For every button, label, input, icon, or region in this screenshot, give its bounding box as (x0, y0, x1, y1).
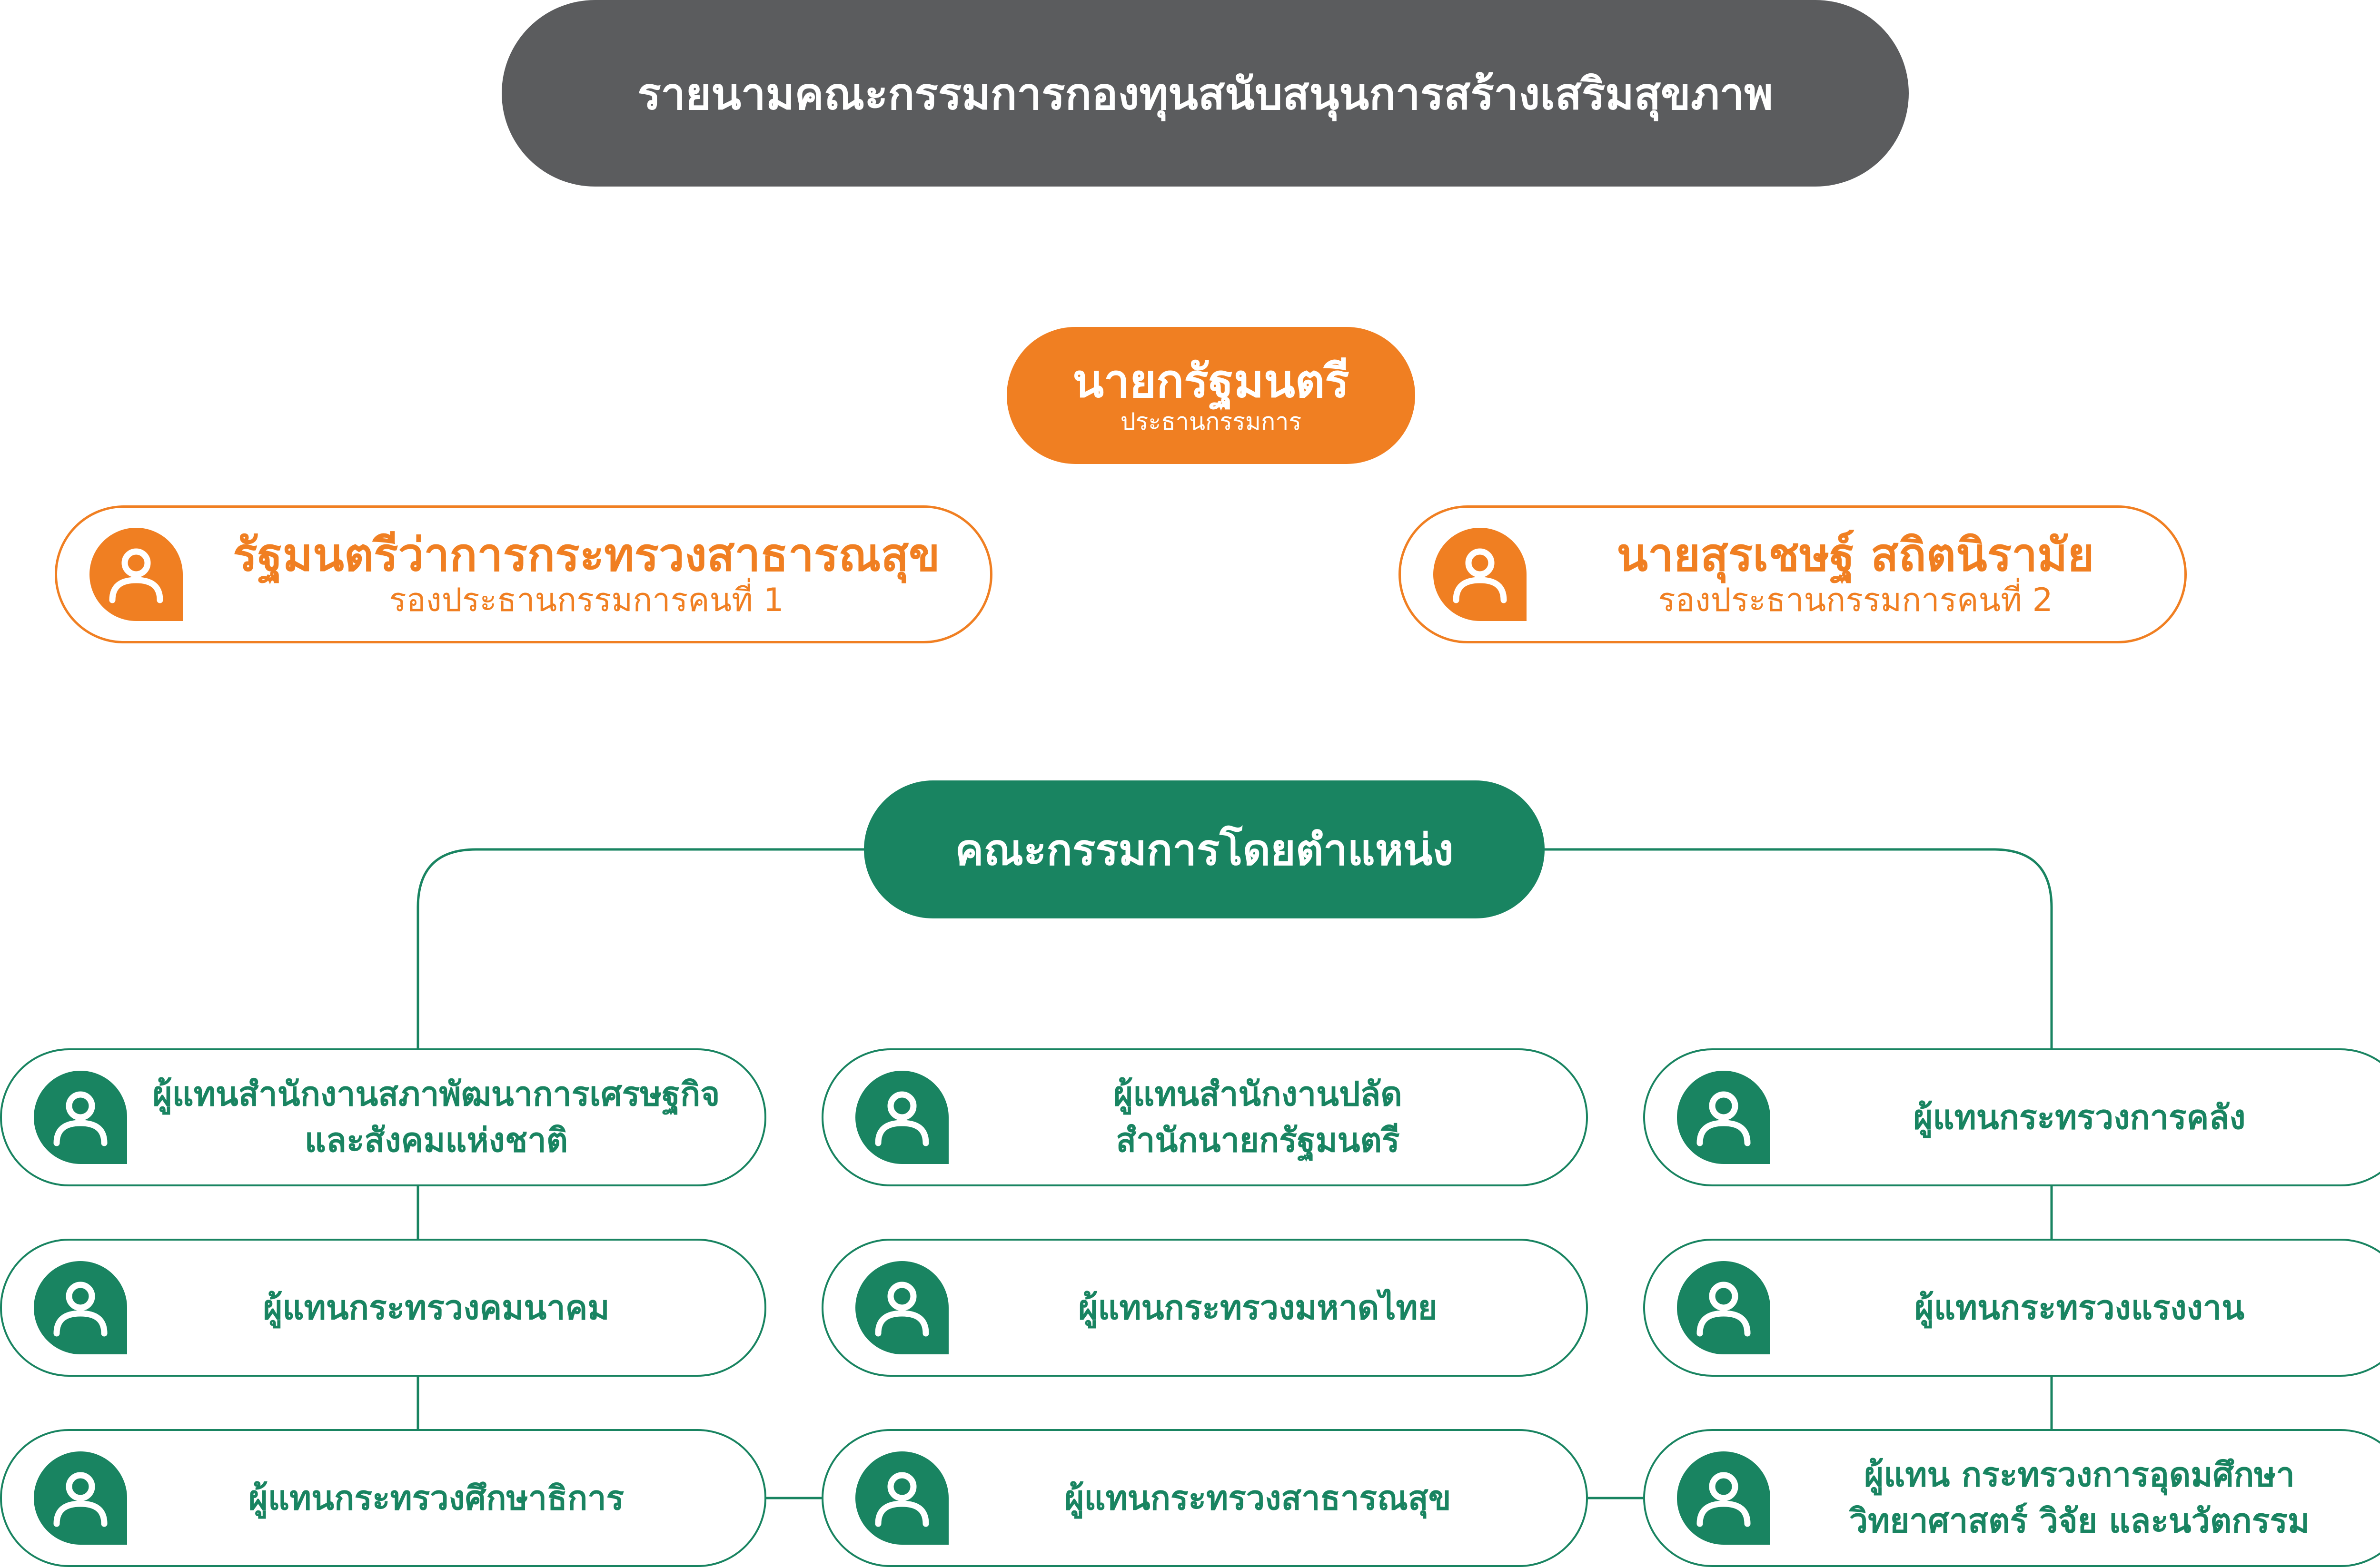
person-icon (34, 1451, 127, 1545)
member-box: ผู้แทน กระทรวงการอุดมศึกษา วิทยาศาสตร์ ว… (1643, 1429, 2380, 1567)
vice-chair-2-role: รองประธานกรรมการคนที่ 2 (1658, 582, 2053, 620)
person-icon (855, 1451, 949, 1545)
member-label-line: ผู้แทนสำนักงานสภาพัฒนาการเศรษฐกิจ (152, 1075, 720, 1114)
member-box: ผู้แทนกระทรวงแรงงาน (1643, 1239, 2380, 1377)
member-label-line: ผู้แทนกระทรวงมหาดไทย (1078, 1288, 1438, 1327)
vice-chair-1-role: รองประธานกรรมการคนที่ 1 (389, 582, 784, 620)
member-label-line: ผู้แทนกระทรวงสาธารณสุข (1064, 1478, 1451, 1518)
person-icon (855, 1261, 949, 1354)
member-label-line: ผู้แทนกระทรวงศึกษาธิการ (248, 1478, 625, 1518)
member-box: ผู้แทนสำนักงานสภาพัฒนาการเศรษฐกิจ และสัง… (0, 1048, 766, 1186)
member-box: ผู้แทนกระทรวงสาธารณสุข (822, 1429, 1588, 1567)
page-title: รายนามคณะกรรมการกองทุนสนับสนุนการสร้างเส… (637, 68, 1773, 119)
member-box: ผู้แทนกระทรวงศึกษาธิการ (0, 1429, 766, 1567)
person-icon (1677, 1261, 1770, 1354)
ex-officio-header: คณะกรรมการโดยตำแหน่ง (864, 780, 1545, 918)
member-label-line: ผู้แทนกระทรวงคมนาคม (263, 1288, 610, 1327)
member-box: ผู้แทนสำนักงานปลัด สำนักนายกรัฐมนตรี (822, 1048, 1588, 1186)
vice-chair-2-name: นายสุรเชษฐ์ สถิตนิรามัย (1616, 528, 2094, 582)
member-label-line: ผู้แทนกระทรวงแรงงาน (1914, 1288, 2245, 1327)
member-label-line: ผู้แทนกระทรวงการคลัง (1913, 1097, 2246, 1137)
vice-chair-2-box: นายสุรเชษฐ์ สถิตนิรามัย รองประธานกรรมการ… (1398, 505, 2187, 643)
member-label-line: ผู้แทนสำนักงานปลัด (1113, 1075, 1402, 1114)
member-label-line: สำนักนายกรัฐมนตรี (1116, 1121, 1400, 1160)
person-icon (89, 528, 183, 621)
vice-chair-1-name: รัฐมนตรีว่าการกระทรวงสาธารณสุข (233, 528, 940, 582)
member-box: ผู้แทนกระทรวงการคลัง (1643, 1048, 2380, 1186)
person-icon (1433, 528, 1527, 621)
member-label-line: ผู้แทน กระทรวงการอุดมศึกษา (1864, 1455, 2295, 1495)
chair-box: นายกรัฐมนตรี ประธานกรรมการ (1007, 327, 1415, 464)
vice-chair-1-box: รัฐมนตรีว่าการกระทรวงสาธารณสุข รองประธาน… (55, 505, 992, 643)
person-icon (34, 1071, 127, 1164)
person-icon (1677, 1451, 1770, 1545)
title-banner: รายนามคณะกรรมการกองทุนสนับสนุนการสร้างเส… (502, 0, 1909, 187)
person-icon (1677, 1071, 1770, 1164)
member-box: ผู้แทนกระทรวงคมนาคม (0, 1239, 766, 1377)
ex-officio-header-text: คณะกรรมการโดยตำแหน่ง (955, 825, 1454, 875)
chair-name: นายกรัฐมนตรี (1072, 354, 1349, 408)
person-icon (34, 1261, 127, 1354)
chair-role: ประธานกรรมการ (1120, 408, 1302, 436)
member-box: ผู้แทนกระทรวงมหาดไทย (822, 1239, 1588, 1377)
member-label-line: และสังคมแห่งชาติ (304, 1121, 568, 1160)
person-icon (855, 1071, 949, 1164)
member-label-line: วิทยาศาสตร์ วิจัย และนวัตกรรม (1849, 1501, 2310, 1540)
